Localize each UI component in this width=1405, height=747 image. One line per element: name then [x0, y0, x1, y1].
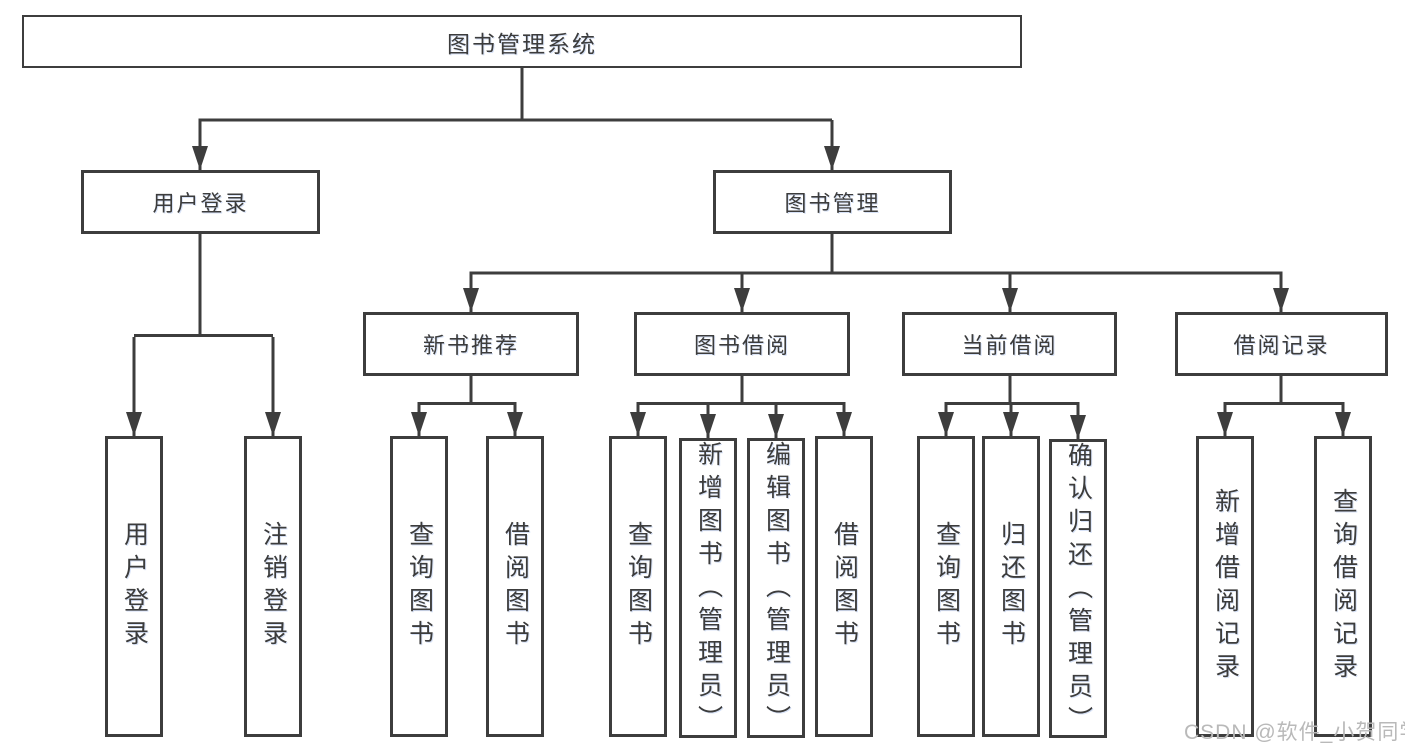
leaf-confirm-return-admin: 确认归还（管理员）: [1049, 439, 1107, 738]
node-label: 图书管理系统: [447, 30, 597, 57]
node-book-management: 图书管理: [713, 170, 952, 234]
leaf-borrow-books-borrowing: 借阅图书: [815, 436, 873, 737]
node-label: 当前借阅: [961, 333, 1058, 358]
node-book-borrowing: 图书借阅: [634, 312, 850, 376]
leaf-label: 查询图书: [405, 520, 434, 653]
leaf-label: 查询借阅记录: [1329, 487, 1358, 686]
leaf-label: 借阅图书: [830, 520, 859, 653]
leaf-user-login: 用户登录: [105, 436, 163, 737]
node-label: 图书管理: [784, 191, 881, 216]
leaf-label: 用户登录: [120, 520, 149, 653]
leaf-label: 归还图书: [997, 520, 1026, 653]
leaf-label: 查询图书: [932, 520, 961, 653]
leaf-label: 新增借阅记录: [1211, 487, 1240, 686]
node-label: 用户登录: [152, 191, 249, 216]
leaf-label: 确认归还（管理员）: [1064, 442, 1093, 738]
leaf-label: 编辑图书（管理员）: [762, 441, 791, 738]
node-label: 新书推荐: [422, 333, 519, 358]
leaf-add-borrow-record: 新增借阅记录: [1196, 436, 1254, 737]
leaf-query-borrow-record: 查询借阅记录: [1314, 436, 1372, 737]
leaf-label: 新增图书（管理员）: [694, 441, 723, 738]
leaf-query-books-current: 查询图书: [917, 436, 975, 737]
leaf-query-books-recommend: 查询图书: [390, 436, 448, 737]
node-new-book-recommendation: 新书推荐: [363, 312, 579, 376]
leaf-label: 注销登录: [259, 520, 288, 653]
leaf-add-book-admin: 新增图书（管理员）: [679, 438, 737, 738]
leaf-label: 借阅图书: [501, 520, 530, 653]
watermark: CSDN @软件_小贺同学: [1184, 721, 1405, 744]
leaf-borrow-books-recommend: 借阅图书: [486, 436, 544, 737]
leaf-edit-book-admin: 编辑图书（管理员）: [747, 438, 805, 738]
node-borrowing-records: 借阅记录: [1175, 312, 1388, 376]
leaf-logout: 注销登录: [244, 436, 302, 737]
node-label: 借阅记录: [1233, 333, 1330, 358]
node-current-borrowing: 当前借阅: [902, 312, 1117, 376]
leaf-return-books: 归还图书: [982, 436, 1040, 737]
leaf-label: 查询图书: [624, 520, 653, 653]
node-library-management-system: 图书管理系统: [22, 15, 1022, 68]
node-label: 图书借阅: [693, 333, 790, 358]
leaf-query-books-borrowing: 查询图书: [609, 436, 667, 737]
node-user-login: 用户登录: [81, 170, 320, 234]
